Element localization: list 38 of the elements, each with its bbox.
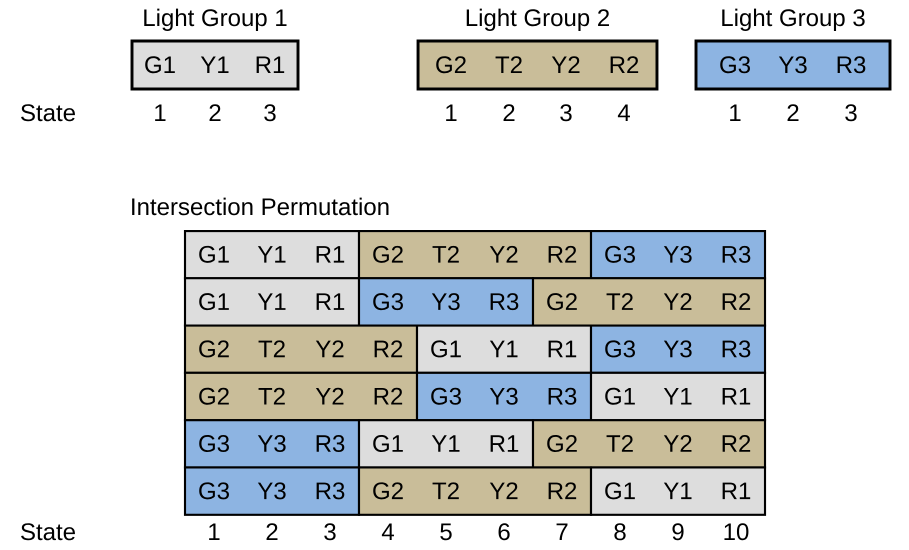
light-group-box: Light Group 1 G1 Y1 R1 (130, 8, 300, 90)
permutation-segment: G3 Y3 R3 (590, 324, 766, 374)
permutation-segment: G2 T2 Y2 R2 (184, 324, 418, 374)
permutation-segment: G3 Y3 R3 (358, 277, 534, 327)
permutation-segment: G1 Y1 R1 (184, 277, 360, 327)
section-heading: Intersection Permutation (132, 198, 388, 216)
state-number: 4 (382, 523, 394, 540)
permutation-segment: G2 T2 Y2 R2 (358, 230, 592, 280)
permutation-segment: G2 T2 Y2 R2 (184, 372, 418, 422)
state-number: 8 (614, 523, 626, 540)
permutation-segment: G2 T2 Y2 R2 (358, 466, 592, 516)
permutation-segment: G1 Y1 R1 (590, 466, 766, 516)
permutation-segment: G3 Y3 R3 (184, 419, 360, 469)
state-label: State (21, 523, 75, 540)
state-number: 3 (324, 523, 336, 540)
state-label: State (21, 104, 75, 122)
node-label: Light Group 2 (466, 8, 609, 31)
state-number: 2 (266, 523, 278, 540)
permutation-segment: G1 Y1 R1 (358, 419, 534, 469)
permutation-segment: G1 Y1 R1 (416, 324, 592, 374)
state-number: 5 (440, 523, 452, 540)
state-number: 4 (618, 104, 630, 121)
state-number: 7 (556, 523, 568, 540)
permutation-segment: G3 Y3 R3 (416, 372, 592, 422)
light-group-box: Light Group 3 G3 Y3 R3 (694, 8, 892, 90)
permutation-segment: G1 Y1 R1 (184, 230, 360, 280)
state-number: 1 (209, 523, 220, 540)
state-number: 9 (672, 523, 684, 540)
state-number: 10 (724, 523, 748, 540)
permutation-segment: G3 Y3 R3 (184, 466, 360, 516)
permutation-segment: G1 Y1 R1 (590, 372, 766, 422)
permutation-segment: G2 T2 Y2 R2 (532, 419, 766, 469)
light-group-box: Light Group 2 G2 T2 Y2 R2 (416, 8, 658, 90)
node-label: Light Group 1 (144, 8, 287, 31)
node-label: Light Group 3 (722, 8, 865, 31)
state-number: 6 (498, 523, 510, 540)
permutation-segment: G3 Y3 R3 (590, 230, 766, 280)
permutation-segment: G2 T2 Y2 R2 (532, 277, 766, 327)
